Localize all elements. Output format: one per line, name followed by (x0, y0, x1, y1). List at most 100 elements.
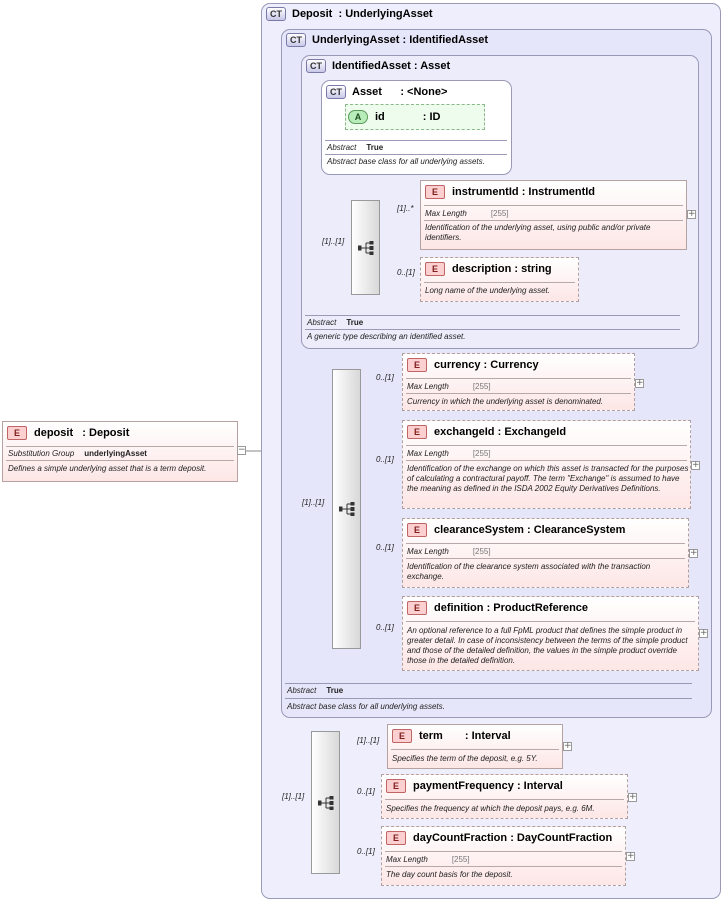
element-description: Identification of the exchange on which … (407, 464, 689, 493)
sequence-compositor[interactable] (311, 731, 340, 874)
prop-value: [255] (472, 382, 491, 391)
attribute-id[interactable] (345, 104, 485, 130)
element-name: dayCountFraction (413, 831, 508, 844)
element-name: instrumentId (452, 185, 519, 198)
separator (385, 799, 624, 800)
separator (385, 851, 622, 852)
cardinality-label: 0..[1] (357, 787, 375, 796)
complex-type-icon: CT (266, 7, 286, 21)
ct-underlying-type: : IdentifiedAsset (402, 33, 489, 46)
substitution-group-value: underlyingAsset (84, 449, 147, 458)
separator (6, 460, 234, 461)
cardinality-label: [1]..[1] (282, 792, 305, 801)
expand-toggle[interactable]: + (626, 851, 635, 861)
abstract-value: True (366, 143, 384, 152)
abstract-label: Abstract (307, 318, 337, 327)
element-icon: E (7, 426, 27, 440)
attribute-icon: A (348, 110, 368, 124)
expand-toggle[interactable]: + (687, 209, 696, 219)
sequence-icon (317, 795, 333, 810)
expand-toggle[interactable]: + (689, 548, 698, 558)
ct-underlying-name: UnderlyingAsset (312, 33, 400, 46)
expand-toggle[interactable]: + (699, 628, 708, 638)
ct-deposit-type: : UnderlyingAsset (338, 7, 433, 20)
separator (325, 154, 507, 155)
element-icon: E (407, 358, 427, 372)
sequence-icon (357, 240, 373, 255)
separator (406, 621, 695, 622)
sequence-compositor[interactable] (332, 369, 361, 649)
complex-type-icon: CT (286, 33, 306, 47)
prop-value: [255] (451, 855, 470, 864)
collapse-toggle[interactable]: − (237, 445, 246, 455)
ct-underlying-description: Abstract base class for all underlying a… (287, 702, 445, 711)
separator (406, 543, 685, 544)
cardinality-label: [1]..* (397, 204, 414, 213)
element-icon: E (425, 262, 445, 276)
element-name: currency (434, 358, 481, 371)
max-length-row: Max Length[255] (407, 547, 491, 556)
max-length-row: Max Length[255] (407, 449, 491, 458)
complex-type-icon: CT (326, 85, 346, 99)
expand-toggle[interactable]: + (563, 741, 572, 751)
prop-value: [255] (472, 547, 491, 556)
element-description-text: Long name of the underlying asset. (425, 286, 550, 295)
ct-identified-description: A generic type describing an identified … (307, 332, 466, 341)
element-description: The day count basis for the deposit. (386, 870, 513, 879)
abstract-label: Abstract (327, 143, 357, 152)
cardinality-label: 0..[1] (376, 623, 394, 632)
ct-asset-description: Abstract base class for all underlying a… (327, 157, 485, 166)
separator (424, 205, 683, 206)
element-icon: E (407, 601, 427, 615)
sequence-icon (338, 502, 354, 516)
root-element-description: Defines a simple underlying asset that i… (8, 464, 207, 473)
abstract-value: True (346, 318, 364, 327)
prop-label: Max Length (386, 855, 428, 864)
element-icon: E (386, 831, 406, 845)
cardinality-label: 0..[1] (397, 268, 415, 277)
ct-identified-name: IdentifiedAsset (332, 59, 411, 72)
ct-asset-type: : <None> (400, 85, 448, 98)
separator (285, 698, 692, 699)
complex-type-underlying-asset-title: CT UnderlyingAsset : IdentifiedAsset (286, 33, 488, 47)
sequence-compositor[interactable] (351, 200, 380, 295)
separator (325, 140, 507, 141)
expand-toggle[interactable]: + (635, 378, 644, 388)
element-name: definition (434, 601, 484, 614)
separator (406, 378, 631, 379)
element-icon: E (425, 185, 445, 199)
complex-type-icon: CT (306, 59, 326, 73)
root-element-name: deposit (34, 426, 74, 439)
separator (406, 393, 631, 394)
element-icon: E (392, 729, 412, 743)
element-description: Identification of the underlying asset, … (425, 223, 651, 242)
element-type: : ExchangeId (497, 425, 567, 438)
prop-label: Max Length (407, 449, 449, 458)
expand-toggle[interactable]: + (691, 460, 700, 470)
separator (305, 315, 680, 316)
expand-toggle[interactable]: + (628, 792, 637, 802)
separator (285, 683, 692, 684)
element-name: description (452, 262, 512, 275)
abstract-value: True (326, 686, 344, 695)
element-icon: E (407, 523, 427, 537)
element-type: : InstrumentId (521, 185, 596, 198)
cardinality-label: [1]..[1] (357, 736, 380, 745)
